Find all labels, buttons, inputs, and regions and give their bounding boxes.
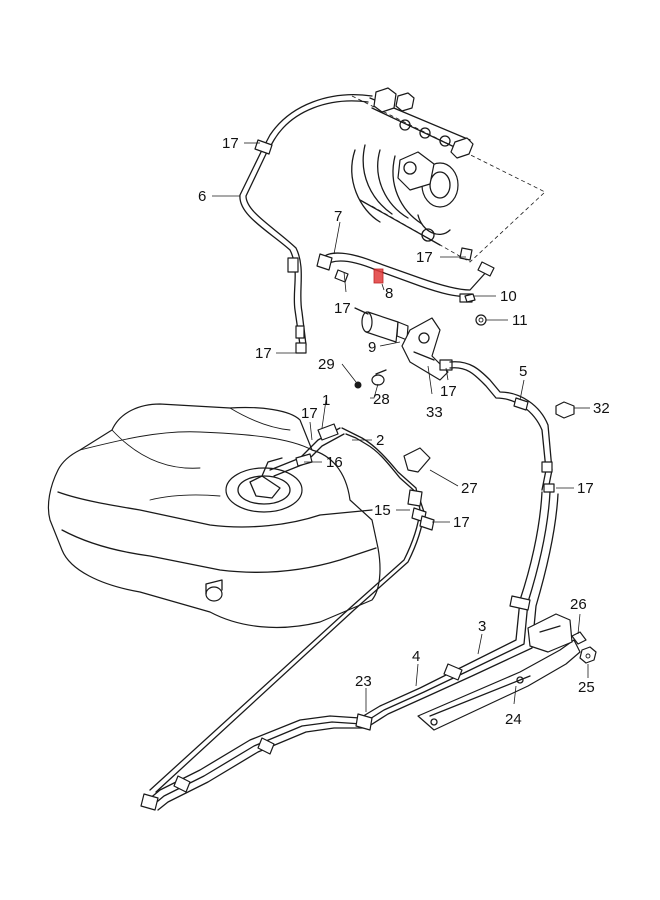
underbody-fuel-lines — [140, 423, 559, 811]
fuel-line-7 — [316, 247, 495, 303]
callout-8: 8 — [385, 285, 393, 302]
callout-17: 17 — [577, 480, 594, 497]
callout-17: 17 — [334, 300, 351, 317]
highlighted-part-8 — [373, 268, 384, 284]
callout-5: 5 — [519, 363, 527, 380]
callout-27: 27 — [461, 480, 478, 497]
callout-17: 17 — [222, 135, 239, 152]
fuel-line-6 — [239, 94, 373, 354]
callout-10: 10 — [500, 288, 517, 305]
callout-1: 1 — [322, 392, 330, 409]
callout-23: 23 — [355, 673, 372, 690]
bracket-24 — [417, 613, 581, 731]
callout-17: 17 — [440, 383, 457, 400]
callout-17: 17 — [416, 249, 433, 266]
callout-26: 26 — [570, 596, 587, 613]
callout-17: 17 — [453, 514, 470, 531]
callout-16: 16 — [326, 454, 343, 471]
callout-labels: 17 6 7 17 8 17 10 11 9 17 29 5 17 28 1 3… — [198, 135, 610, 728]
callout-3: 3 — [478, 618, 486, 635]
fuel-filter — [354, 307, 409, 343]
callout-9: 9 — [368, 339, 376, 356]
nut-25 — [579, 646, 597, 664]
clip-27 — [403, 447, 431, 473]
nut-11 — [475, 314, 487, 326]
callout-7: 7 — [334, 208, 342, 225]
callout-6: 6 — [198, 188, 206, 205]
callout-33: 33 — [426, 404, 443, 421]
fuel-line-5 — [449, 361, 555, 493]
callout-11: 11 — [512, 312, 528, 329]
callout-32: 32 — [593, 400, 610, 417]
bolt-10 — [464, 293, 476, 303]
callout-17: 17 — [301, 405, 318, 422]
leader-lines — [212, 142, 590, 712]
callout-4: 4 — [412, 648, 420, 665]
filter-bracket — [401, 317, 449, 381]
callout-25: 25 — [578, 679, 595, 696]
clip-26 — [571, 631, 587, 645]
callout-28: 28 — [373, 391, 390, 408]
callout-2: 2 — [376, 432, 384, 449]
callout-17: 17 — [255, 345, 272, 362]
small-parts-28-29 — [354, 359, 453, 389]
callout-29: 29 — [318, 356, 335, 373]
intake-manifold — [351, 87, 546, 263]
callout-24: 24 — [505, 711, 522, 728]
callout-15: 15 — [374, 502, 391, 519]
clip-32 — [555, 401, 575, 419]
